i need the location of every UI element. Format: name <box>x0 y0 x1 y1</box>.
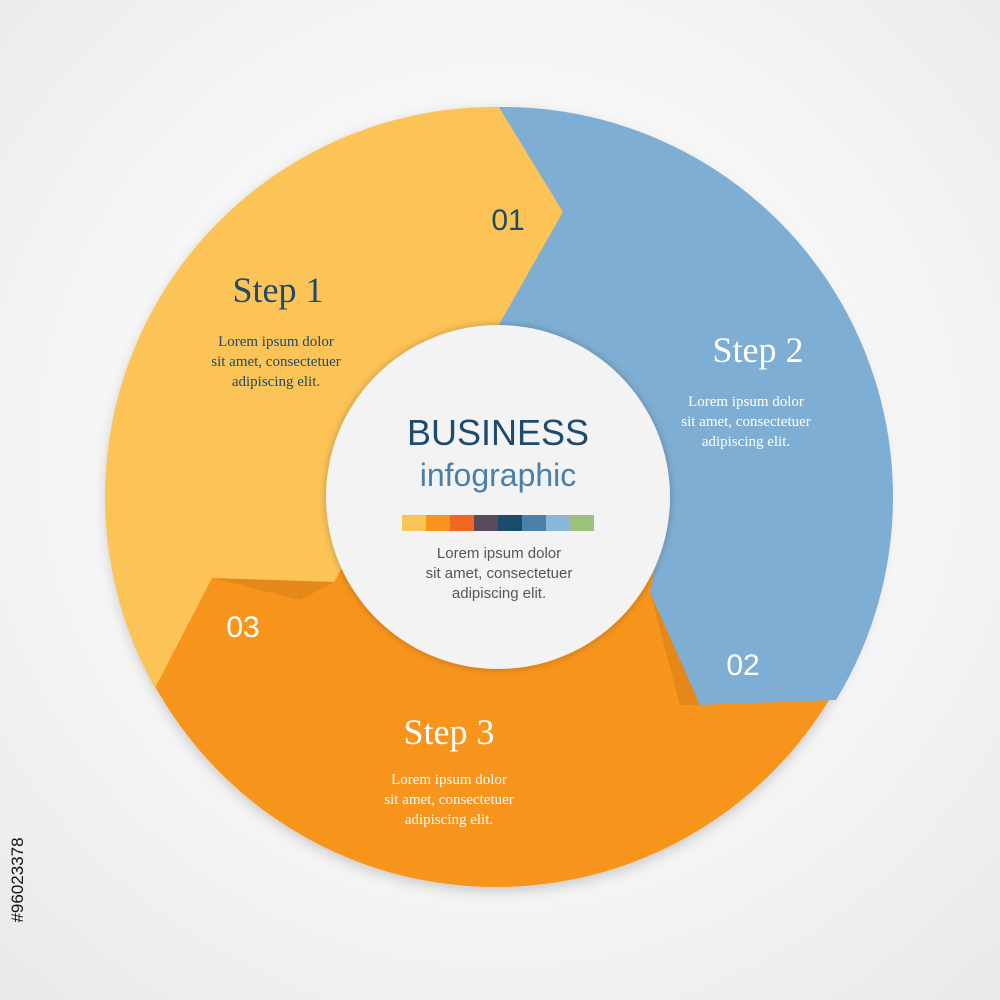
color-swatch <box>402 515 426 531</box>
color-swatch <box>570 515 594 531</box>
color-swatch <box>546 515 570 531</box>
step-2-number: 02 <box>726 649 759 682</box>
step-2-body-line-2: sit amet, consectetuer <box>681 414 811 430</box>
fold-shadow-2 <box>650 592 700 705</box>
step-3-title: Step 3 <box>403 712 494 752</box>
center-subtitle: infographic <box>420 457 577 493</box>
step-2-body-line-1: Lorem ipsum dolor <box>688 394 804 410</box>
stock-id-label: #96023378 <box>6 770 30 990</box>
color-swatch <box>426 515 450 531</box>
step-1-title: Step 1 <box>232 270 323 310</box>
step-1-body-line-3: adipiscing elit. <box>232 374 320 390</box>
color-swatch <box>498 515 522 531</box>
color-swatch <box>522 515 546 531</box>
step-3-body-line-1: Lorem ipsum dolor <box>391 772 507 788</box>
center-body-line-3: adipiscing elit. <box>452 585 546 602</box>
center-body-line-2: sit amet, consectetuer <box>426 565 573 582</box>
step-3-body-line-2: sit amet, consectetuer <box>384 792 514 808</box>
center-title: BUSINESS <box>407 412 589 453</box>
fold-shadow-1 <box>212 578 334 600</box>
center-circle <box>326 325 670 669</box>
step-3-body-line-3: adipiscing elit. <box>405 812 493 828</box>
step-3-number: 03 <box>226 611 259 644</box>
stock-id-text: #96023378 <box>8 837 27 923</box>
step-1-segment <box>105 106 564 688</box>
step-2-title: Step 2 <box>712 330 803 370</box>
step-1-number: 01 <box>491 204 524 237</box>
step-1-body-line-1: Lorem ipsum dolor <box>218 334 334 350</box>
color-swatch-row <box>402 515 594 531</box>
step-1-body-line-2: sit amet, consectetuer <box>211 354 341 370</box>
color-swatch <box>474 515 498 531</box>
step-2-segment <box>496 106 894 706</box>
center-body-line-1: Lorem ipsum dolor <box>437 545 561 562</box>
step-2-body-line-3: adipiscing elit. <box>702 434 790 450</box>
color-swatch <box>450 515 474 531</box>
